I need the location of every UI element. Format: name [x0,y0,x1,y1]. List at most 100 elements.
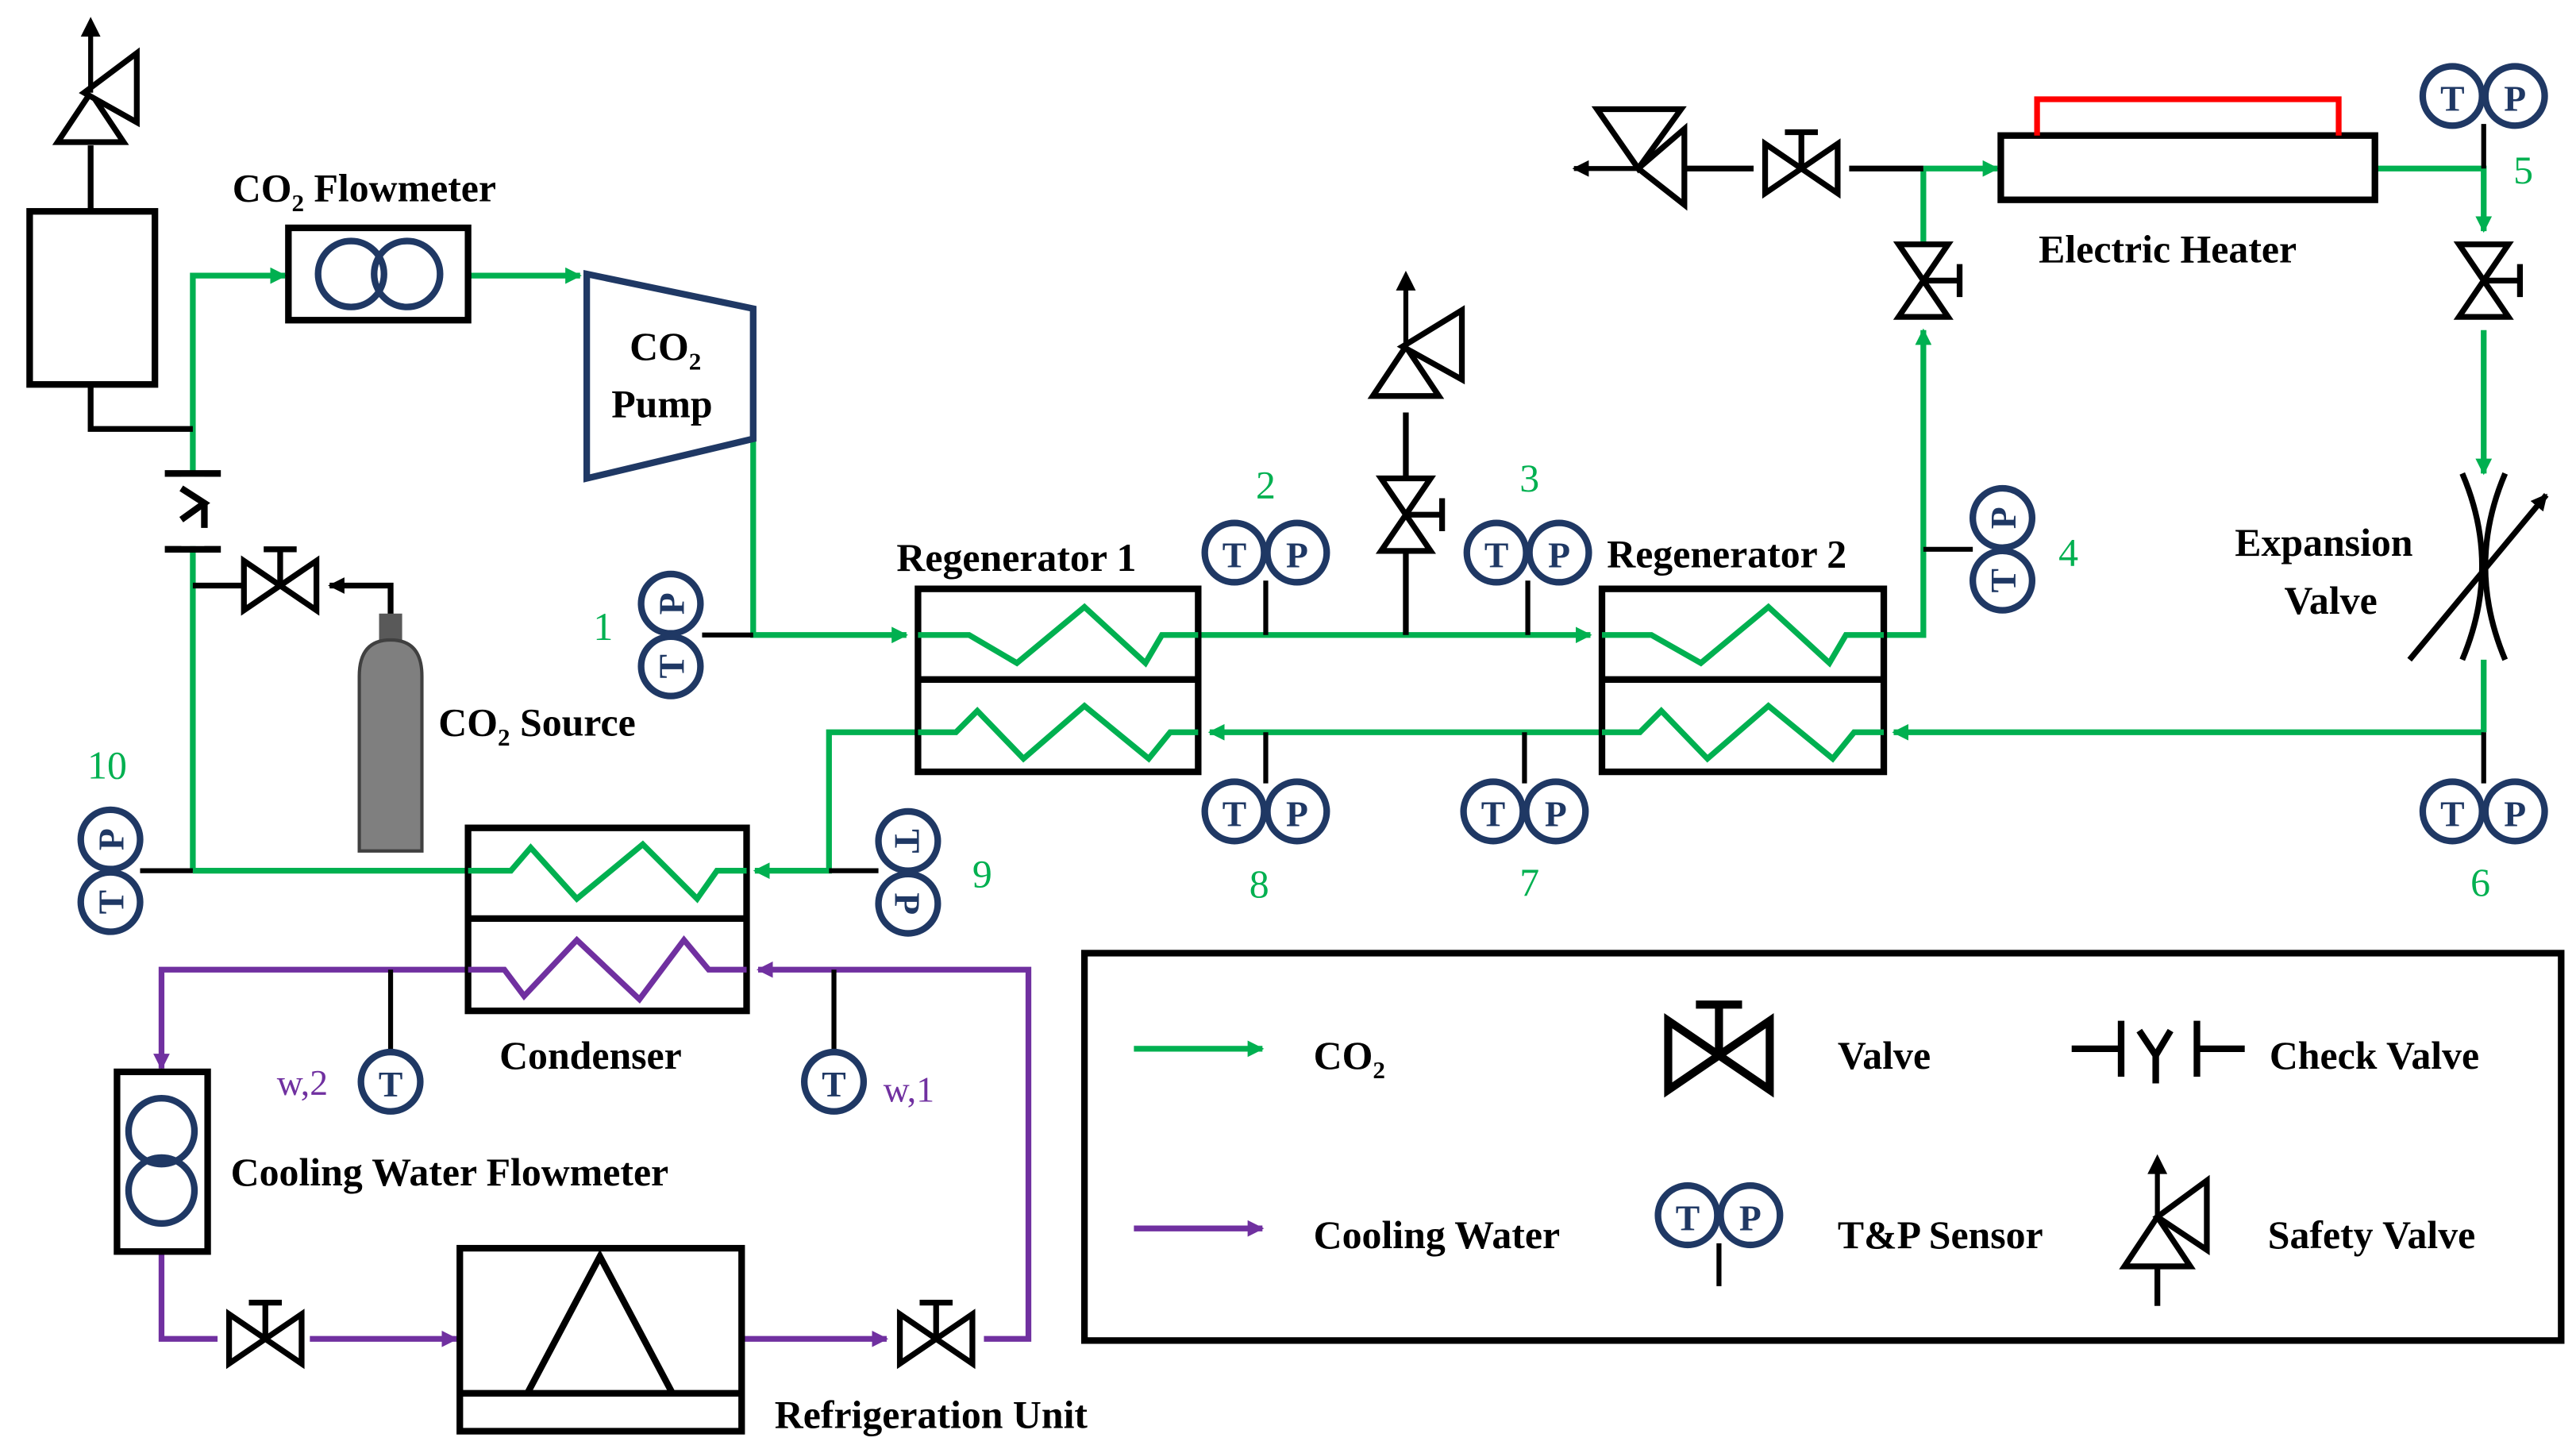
legend-valve-label: Valve [1838,1034,1931,1077]
legend-check-valve-icon [2071,1020,2245,1084]
svg-text:P: P [1548,535,1570,576]
tp-sensor-4: P T [1923,484,2036,614]
water-point-w2: w,2 [277,1062,328,1103]
co2-pump [583,269,757,483]
expansion-valve-label: Expansion [2235,521,2412,565]
legend-safety-valve-label: Safety Valve [2268,1213,2476,1257]
svg-text:T: T [1223,794,1246,834]
state-point-1: 1 [593,605,613,649]
legend-check-valve-item: Check Valve [2071,1020,2479,1084]
co2-source-cylinder [357,613,424,853]
regenerator-1-label: Regenerator 1 [896,536,1136,580]
state-point-6: 6 [2470,861,2490,904]
valve-after-heater [2459,245,2520,317]
tp-sensor-3: T P [1467,523,1589,635]
expansion-valve [2407,472,2549,662]
cooling-water-flowmeter [114,1068,211,1255]
regenerator-2 [1598,585,1888,776]
legend-tp-sensor-label: T&P Sensor [1838,1213,2043,1257]
cooling-water-lines [153,961,1032,1347]
water-point-w1: w,1 [884,1069,934,1109]
tp-sensor-5: T P [2423,67,2545,169]
state-point-4: 4 [2058,531,2078,575]
cooling-valve-right [900,1303,972,1364]
storage-tank [26,145,193,432]
legend-tp-sensor-item: T P T&P Sensor [1658,1185,2043,1286]
t-sensor-w2: T [357,969,424,1115]
t-sensor-w1: T [801,969,868,1115]
mid-vent-line [1381,412,1442,635]
svg-text:T: T [822,1064,845,1104]
svg-text:P: P [1545,794,1567,834]
svg-text:P: P [652,592,692,615]
legend-check-valve-label: Check Valve [2270,1034,2479,1077]
heater-vent-line [1681,133,1923,194]
state-point-10: 10 [87,743,127,787]
source-line [192,549,394,627]
refrigeration-unit [456,1244,745,1435]
state-point-2: 2 [1256,463,1276,507]
co2-source-label: CO2 Source [438,700,635,750]
cooling-water-flowmeter-label: Cooling Water Flowmeter [231,1150,669,1194]
svg-text:T: T [1223,535,1246,576]
svg-text:T: T [91,890,132,914]
svg-text:T: T [1983,568,2023,592]
co2-pump-label-line2: Pump [611,383,712,426]
tp-sensor-8: T P [1205,732,1327,841]
cooling-valve-left [229,1303,302,1364]
svg-text:P: P [1286,794,1308,834]
check-valve-left [164,470,221,553]
tp-sensor-9: T P [829,807,941,937]
expansion-valve-label-line2: Valve [2285,579,2378,622]
condenser [464,824,750,1015]
legend-safety-valve-item: Safety Valve [2119,1154,2476,1306]
svg-text:P: P [1286,535,1308,576]
svg-text:T: T [652,654,692,678]
state-point-9: 9 [972,852,992,896]
svg-text:T: T [1481,794,1505,834]
legend: CO2 Cooling Water Valve T P T&P Sensor [1080,950,2565,1344]
legend-valve-item: Valve [1668,1004,1931,1090]
legend-tp-sensor-icon: T P [1658,1185,1781,1286]
svg-text:P: P [1739,1197,1762,1238]
svg-text:T: T [379,1064,402,1104]
co2-pump-label: CO2 [630,325,701,375]
valve-to-heater [1899,245,1960,317]
tp-sensor-10: P T [77,806,193,935]
legend-co2-item: CO2 [1134,1034,1385,1084]
tp-sensor-6: T P [2423,732,2545,841]
co2-flowmeter-label: CO2 Flowmeter [233,167,496,217]
svg-text:P: P [91,828,132,850]
tank-safety-valve [52,17,140,145]
svg-text:P: P [1983,507,2023,529]
electric-heater [1997,96,2378,203]
co2-flowmeter [285,224,472,324]
mid-safety-valve [1367,270,1465,399]
svg-text:T: T [1676,1197,1700,1238]
electric-heater-label: Electric Heater [2039,228,2297,272]
regenerator-1 [914,585,1202,776]
svg-text:T: T [1484,535,1508,576]
state-point-5: 5 [2513,148,2533,192]
svg-text:P: P [2504,79,2526,119]
legend-cooling-water-item: Cooling Water [1134,1213,1560,1257]
svg-text:T: T [2440,794,2464,834]
legend-cooling-water-label: Cooling Water [1314,1213,1560,1257]
tp-sensor-1: P T [637,570,753,700]
state-point-7: 7 [1519,861,1539,904]
tp-sensor-2: T P [1205,523,1327,635]
legend-co2-label: CO2 [1314,1034,1385,1084]
svg-text:P: P [887,892,927,915]
heater-safety-valve [1572,106,1688,211]
svg-text:T: T [2440,79,2464,119]
regenerator-2-label: Regenerator 2 [1607,533,1846,576]
co2-lines [190,160,2493,880]
tp-sensor-7: T P [1464,732,1586,841]
condenser-label: Condenser [499,1034,682,1077]
svg-text:T: T [887,829,927,853]
refrigeration-unit-label: Refrigeration Unit [775,1393,1088,1436]
legend-safety-valve-icon [2119,1154,2210,1306]
state-point-8: 8 [1249,862,1269,906]
state-point-3: 3 [1519,457,1539,500]
